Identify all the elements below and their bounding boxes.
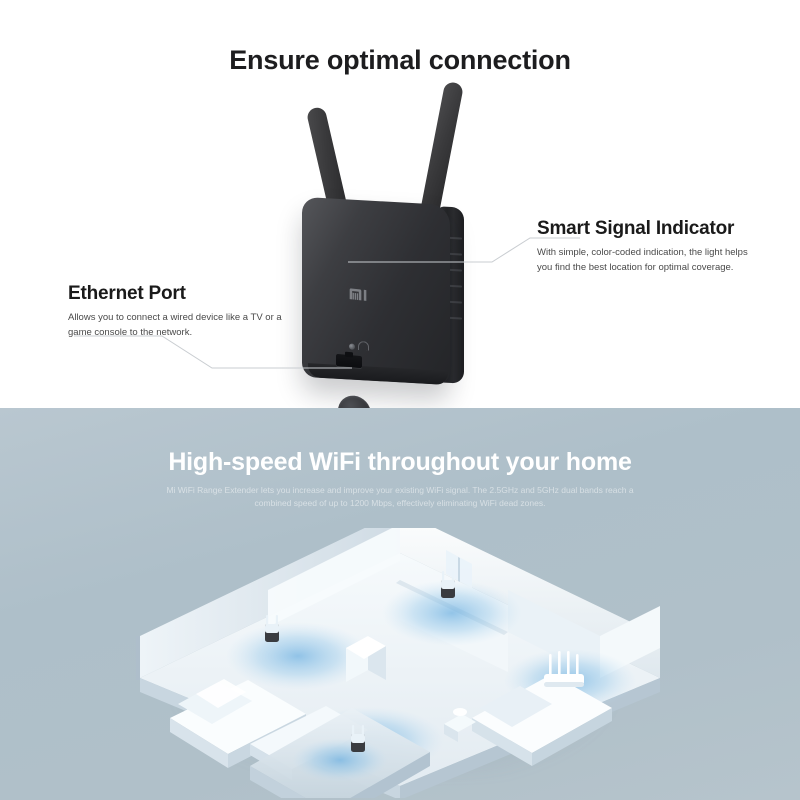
range-extender-device <box>265 615 279 642</box>
mi-brand-logo-icon <box>349 288 367 301</box>
callout-smart-signal-indicator: Smart Signal Indicator With simple, colo… <box>537 218 762 276</box>
range-extender-device <box>441 571 455 598</box>
callout-ethernet-port-title: Ethernet Port <box>68 283 186 304</box>
bottom-panel-heading: High-speed WiFi throughout your home <box>168 448 632 476</box>
top-panel: Ensure optimal connection <box>0 0 800 408</box>
top-panel-heading: Ensure optimal connection <box>229 45 571 75</box>
wifi-indicator-icon <box>358 340 369 351</box>
window-decor <box>446 550 472 588</box>
home-coverage-scene <box>100 528 700 798</box>
range-extender-device <box>351 725 365 752</box>
wifi-router-device <box>544 651 584 687</box>
signal-indicator-led-primary <box>349 343 355 350</box>
isometric-house-illustration <box>136 528 660 798</box>
device-body <box>302 196 450 431</box>
device-illustration <box>280 75 510 431</box>
bottom-panel: High-speed WiFi throughout your home Mi … <box>0 408 800 800</box>
appliance-unit <box>346 636 386 682</box>
ethernet-port-icon <box>336 353 362 369</box>
nightstand-furniture <box>444 708 476 742</box>
bottom-panel-subtitle: Mi WiFi Range Extender lets you increase… <box>166 485 634 509</box>
callout-ethernet-port-description: Allows you to connect a wired device lik… <box>68 312 282 339</box>
callout-ethernet-port: Ethernet Port Allows you to connect a wi… <box>68 283 283 341</box>
callout-smart-signal-indicator-title: Smart Signal Indicator <box>537 218 735 239</box>
callout-smart-signal-indicator-description: With simple, color-coded indication, the… <box>537 247 748 274</box>
second-bed-furniture <box>472 674 612 766</box>
